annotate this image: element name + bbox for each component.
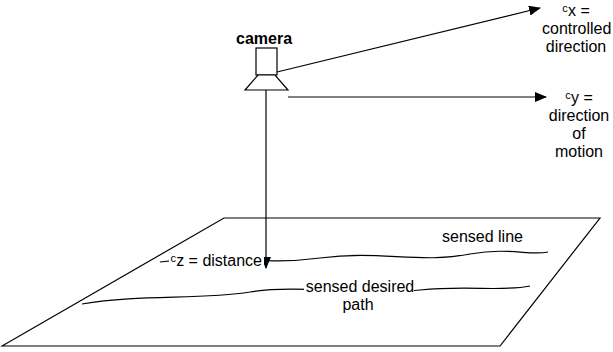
path-label-text: sensed desired path bbox=[304, 278, 415, 313]
y-axis-arrow bbox=[288, 96, 546, 97]
path-label: sensed desired path bbox=[300, 278, 418, 314]
z-axis-arrow bbox=[265, 90, 266, 268]
camera-lens bbox=[245, 75, 288, 90]
path-label-text: sensed line bbox=[440, 228, 525, 245]
camera-label: camera bbox=[236, 30, 306, 48]
axis-label: ᶜy = direction of motion bbox=[547, 89, 611, 161]
ground-plane bbox=[2, 218, 600, 346]
axis-label-text: ᶜy = direction of motion bbox=[549, 89, 609, 160]
x-axis-arrow bbox=[277, 8, 540, 72]
axis-label-text: ᶜz = distance bbox=[169, 252, 265, 269]
camera-label-text: camera bbox=[236, 30, 292, 47]
axis-label: ᶜx = controlled direction bbox=[542, 2, 610, 56]
camera-body bbox=[256, 48, 277, 75]
axis-label: ᶜz = distance bbox=[152, 252, 264, 270]
axis-label-text: ᶜx = controlled direction bbox=[542, 2, 611, 55]
path-label: sensed line bbox=[440, 228, 540, 246]
